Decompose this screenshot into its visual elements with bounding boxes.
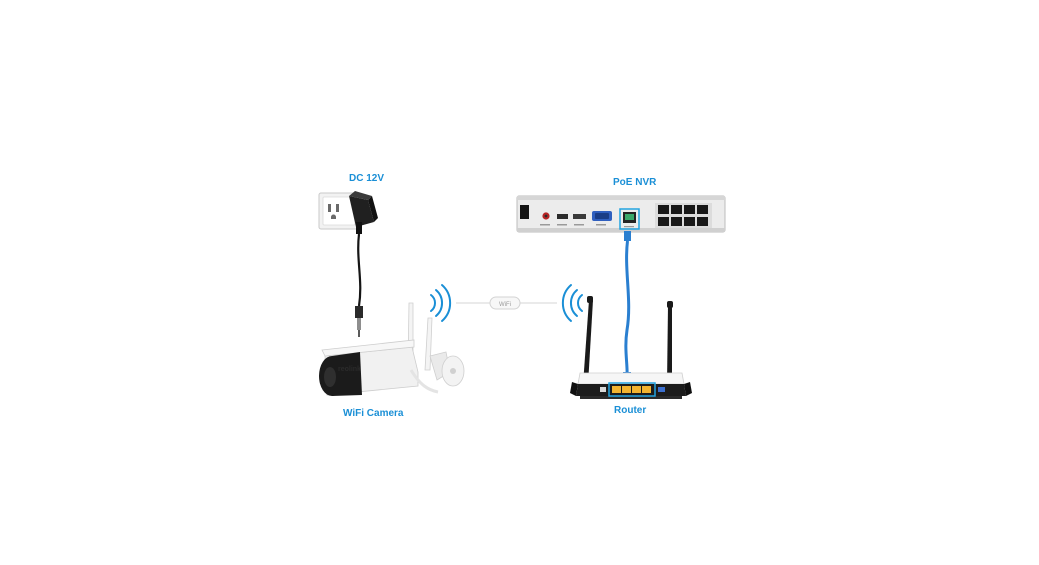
router-device <box>570 296 692 399</box>
camera-brand-text: reolink <box>338 366 361 373</box>
wifi-camera-device <box>319 302 465 396</box>
poe-nvr-device <box>516 195 726 233</box>
camera-label: WiFi Camera <box>343 408 404 419</box>
nvr-label: PoE NVR <box>613 177 657 188</box>
wifi-link <box>456 296 557 310</box>
wifi-signal-icon <box>430 284 452 322</box>
router-label: Router <box>614 405 647 416</box>
wifi-signal-icon <box>561 284 583 322</box>
ethernet-cable <box>623 231 631 382</box>
power-adapter-icon <box>349 191 378 337</box>
power-label: DC 12V <box>349 173 385 184</box>
wifi-badge-text: WiFi <box>499 302 511 308</box>
wifi-badge <box>489 296 521 310</box>
